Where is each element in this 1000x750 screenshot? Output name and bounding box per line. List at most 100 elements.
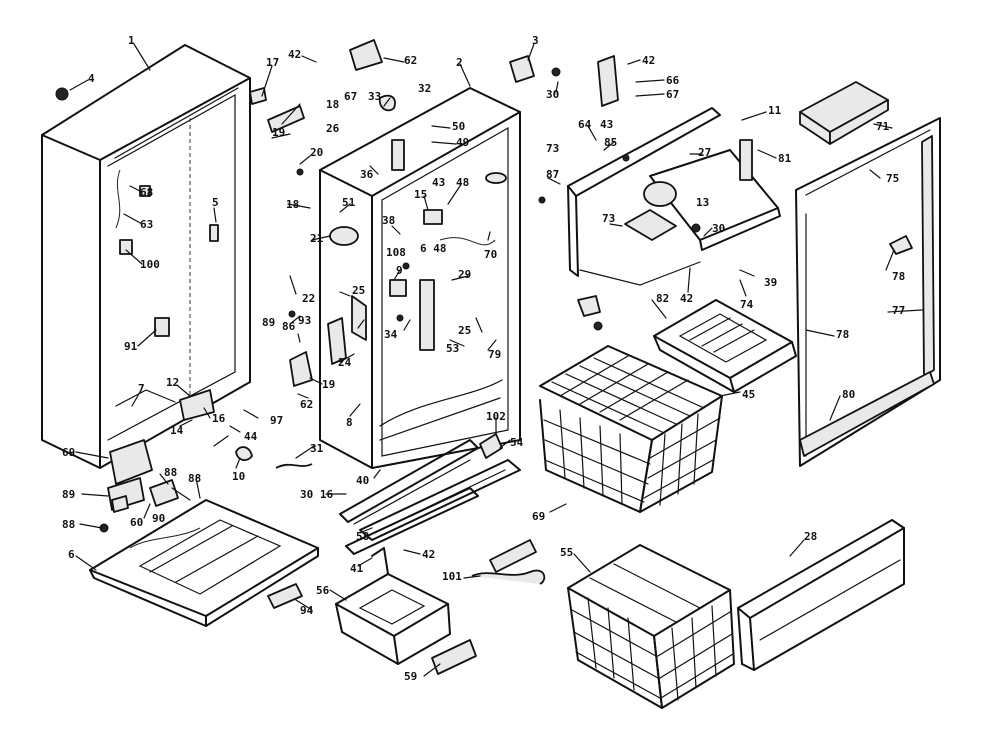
callout-14: 14	[170, 424, 184, 437]
callout-81: 81	[778, 152, 792, 165]
callout-43: 43	[432, 176, 445, 189]
callout-7: 7	[138, 382, 145, 395]
callout-30: 30	[712, 222, 725, 235]
callout-101: 101	[442, 570, 462, 583]
callout-12: 12	[166, 376, 179, 389]
callout-30-16: 30 16	[300, 488, 333, 501]
callout-88: 88	[62, 518, 75, 531]
callout-67: 67	[666, 88, 679, 101]
callout-85: 85	[604, 136, 617, 149]
callout-108: 108	[386, 246, 406, 259]
callout-31: 31	[310, 442, 324, 455]
callout-33: 33	[368, 90, 381, 103]
callout-18: 18	[286, 198, 299, 211]
lower-basket	[567, 544, 735, 709]
callout-69: 69	[62, 446, 75, 459]
callout-5: 5	[212, 196, 219, 209]
evaporator-shelf-assembly	[567, 107, 781, 286]
callout-100: 100	[140, 258, 160, 271]
callout-30: 30	[546, 88, 559, 101]
callout-79: 79	[488, 348, 501, 361]
upper-basket	[539, 345, 723, 513]
callout-59: 59	[404, 670, 417, 683]
callout-11: 11	[768, 104, 782, 117]
callout-38: 38	[382, 214, 395, 227]
callout-1: 1	[128, 34, 135, 47]
callout-21: 21	[310, 232, 324, 245]
callout-42: 42	[288, 48, 301, 61]
callout-75: 75	[886, 172, 899, 185]
callout-68: 68	[140, 186, 153, 199]
callout-91: 91	[124, 340, 138, 353]
callout-63: 63	[140, 218, 153, 231]
drawer-bin	[335, 547, 451, 665]
bottom-pan	[89, 499, 319, 627]
callout-6: 6	[68, 548, 75, 561]
callout-62: 62	[300, 398, 313, 411]
callout-55: 55	[560, 546, 573, 559]
callout-41: 41	[350, 562, 364, 575]
callout-58: 58	[356, 530, 369, 543]
callout-54: 54	[510, 436, 524, 449]
callout-13: 13	[696, 196, 709, 209]
callout-89: 89	[262, 316, 275, 329]
callout-labels: 4 1 17 42 62 2 3 30 43 42 66 67 11 81 71…	[62, 34, 905, 683]
callout-49: 49	[456, 136, 469, 149]
callout-44: 44	[244, 430, 258, 443]
small-parts	[111, 39, 619, 675]
callout-78: 78	[892, 270, 905, 283]
callout-67: 67	[344, 90, 357, 103]
callout-10: 10	[232, 470, 245, 483]
callout-36: 36	[360, 168, 374, 181]
callout-45: 45	[742, 388, 755, 401]
callout-29: 29	[458, 268, 471, 281]
leader-lines	[69, 43, 923, 677]
callout-102: 102	[486, 410, 506, 423]
callout-17: 17	[266, 56, 279, 69]
callout-19: 19	[272, 126, 285, 139]
callout-73: 73	[546, 142, 559, 155]
callout-93: 93	[298, 314, 311, 327]
callout-60: 60	[130, 516, 143, 529]
callout-15: 15	[414, 188, 427, 201]
callout-86: 86	[282, 320, 296, 333]
callout-70: 70	[484, 248, 497, 261]
callout-43: 43	[600, 118, 613, 131]
callout-89: 89	[62, 488, 75, 501]
callout-25: 25	[458, 324, 471, 337]
callout-78: 78	[836, 328, 849, 341]
door-liner	[795, 117, 941, 467]
outer-cabinet	[41, 44, 251, 469]
callout-77: 77	[892, 304, 905, 317]
callout-24: 24	[338, 356, 352, 369]
callout-3: 3	[532, 34, 539, 47]
callout-20: 20	[310, 146, 323, 159]
callout-27: 27	[698, 146, 711, 159]
callout-42: 42	[422, 548, 435, 561]
callout-2: 2	[456, 56, 463, 69]
callout-97: 97	[270, 414, 283, 427]
callout-42: 42	[642, 54, 655, 67]
callout-18: 18	[326, 98, 339, 111]
light-housing	[799, 81, 889, 145]
callout-25: 25	[352, 284, 365, 297]
callout-16: 16	[212, 412, 226, 425]
callout-71: 71	[876, 120, 890, 133]
callout-62: 62	[404, 54, 417, 67]
door-shelf-bin	[737, 519, 905, 671]
callout-94: 94	[300, 604, 314, 617]
callout-82: 82	[656, 292, 669, 305]
callout-4: 4	[88, 72, 95, 85]
callout-51: 51	[342, 196, 356, 209]
callout-26: 26	[326, 122, 340, 135]
callout-56: 56	[316, 584, 330, 597]
callout-66: 66	[666, 74, 680, 87]
callout-48: 48	[456, 176, 469, 189]
callout-50: 50	[452, 120, 465, 133]
callout-88: 88	[188, 472, 201, 485]
callout-28: 28	[804, 530, 817, 543]
callout-69: 69	[532, 510, 545, 523]
callout-53: 53	[446, 342, 459, 355]
callout-34: 34	[384, 328, 398, 341]
